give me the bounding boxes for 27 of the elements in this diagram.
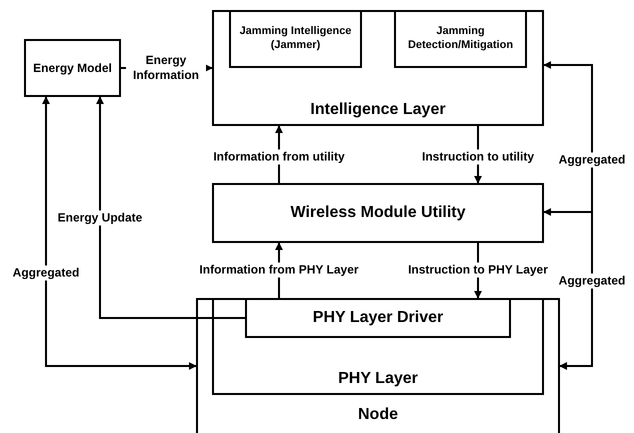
box-label: Jamming Intelligence (Jammer) <box>238 25 352 53</box>
process-box <box>229 10 362 68</box>
process-box <box>212 10 544 126</box>
process-box <box>212 298 544 395</box>
box-label: PHY Layer Driver <box>312 308 444 328</box>
process-box <box>24 39 121 97</box>
box-label: PHY Layer <box>338 369 418 389</box>
arrow <box>42 96 197 370</box>
edge-label: Aggregated <box>556 274 628 288</box>
box-label: Intelligence Layer <box>310 100 446 120</box>
process-box <box>196 298 560 433</box>
process-box <box>245 298 511 338</box>
edge-label: Instruction to PHY Layer <box>406 262 550 278</box>
box-label: Wireless Module Utility <box>290 203 466 223</box>
arrow <box>96 96 245 319</box>
edge-label: Energy Update <box>56 210 144 226</box>
box-label: Jamming Detection/Mitigation <box>406 25 514 53</box>
process-box <box>394 10 527 68</box>
edge-label: Instruction to utility <box>420 150 536 164</box>
edge-label: Information from PHY Layer <box>197 262 361 278</box>
box-label: Node <box>358 405 398 425</box>
edge-label: Information from utility <box>211 150 347 164</box>
box-label: Energy Model <box>33 60 112 76</box>
edge-label: Aggregated <box>556 152 628 168</box>
process-box <box>212 183 544 243</box>
arrow <box>543 208 593 370</box>
edge-label: Aggregated <box>10 266 82 280</box>
